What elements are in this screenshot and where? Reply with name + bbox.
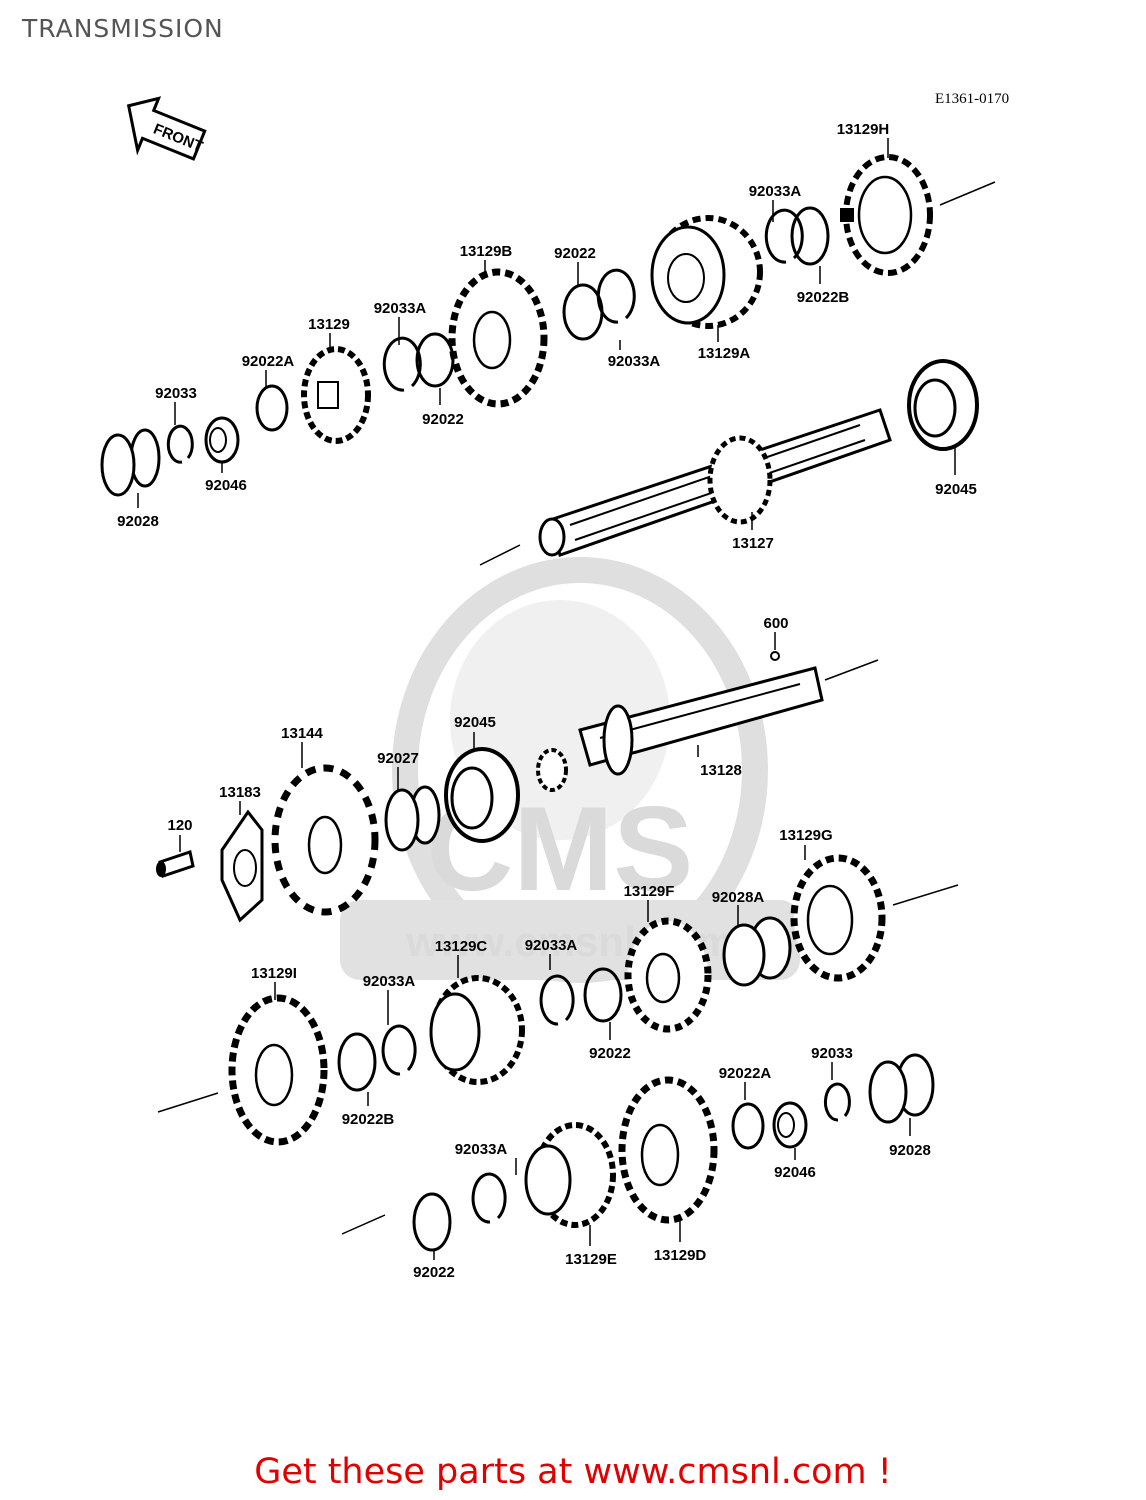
bolt-120[interactable]	[156, 850, 195, 878]
part-label[interactable]: 13129E	[565, 1251, 617, 1268]
sprocket-13144[interactable]	[271, 764, 379, 916]
part-label[interactable]: 92022A	[719, 1065, 772, 1082]
part-label[interactable]: 92028	[889, 1142, 931, 1159]
collar-92028-b[interactable]	[868, 1053, 935, 1124]
part-label[interactable]: 13129H	[837, 121, 890, 138]
retainer-plate-13183[interactable]	[220, 809, 264, 923]
leader-lines	[137, 138, 956, 1260]
gear-13129D[interactable]	[618, 1076, 718, 1224]
needle-bearing-92046-b[interactable]	[772, 1101, 808, 1149]
part-label[interactable]: 92028	[117, 513, 159, 530]
circlip-92033A-b[interactable]	[596, 268, 636, 324]
circlip-92033A-d[interactable]	[539, 974, 575, 1026]
gear-13129F[interactable]	[624, 917, 712, 1033]
page-title: TRANSMISSION	[22, 14, 224, 43]
bush-92028A[interactable]	[722, 916, 792, 987]
part-label[interactable]: 600	[763, 615, 788, 632]
part-label[interactable]: 92022A	[242, 353, 295, 370]
washer-92022A-b[interactable]	[731, 1102, 765, 1150]
part-label[interactable]: 13129D	[654, 1247, 707, 1264]
gear-13129G[interactable]	[790, 854, 886, 982]
input-shaft-13127[interactable]	[538, 408, 892, 557]
part-label[interactable]: 92045	[935, 481, 977, 498]
footer-promo-link[interactable]: Get these parts at www.cmsnl.com !	[254, 1452, 892, 1492]
part-label[interactable]: 13128	[700, 762, 742, 779]
gear-13129I[interactable]	[228, 994, 328, 1146]
transmission-diagram: CMS www.cmsnl.com E1361-0170 FRONT	[100, 91, 1009, 1281]
washer-92022-b[interactable]	[415, 332, 455, 388]
part-label[interactable]: 13129A	[698, 345, 751, 362]
part-label[interactable]: 92027	[377, 750, 419, 767]
washer-92022B-b[interactable]	[337, 1032, 377, 1092]
reference-code: E1361-0170	[935, 91, 1009, 107]
part-label[interactable]: 92022	[422, 411, 464, 428]
part-label[interactable]: 92045	[454, 714, 496, 731]
gear-13129E[interactable]	[524, 1122, 616, 1228]
gear-13129A[interactable]	[650, 215, 763, 329]
ball-bearing-92045[interactable]	[907, 359, 979, 451]
part-label[interactable]: 92046	[774, 1164, 816, 1181]
part-label[interactable]: 92046	[205, 477, 247, 494]
part-label[interactable]: 92033A	[525, 937, 578, 954]
part-label[interactable]: 92033A	[374, 300, 427, 317]
part-label[interactable]: 92033A	[749, 183, 802, 200]
part-label[interactable]: 92022	[554, 245, 596, 262]
part-label[interactable]: 120	[167, 817, 192, 834]
part-label[interactable]: 92022B	[797, 289, 850, 306]
part-label[interactable]: 92022	[413, 1264, 455, 1281]
part-label[interactable]: 13129F	[624, 883, 675, 900]
circlip-92033A-c[interactable]	[382, 336, 422, 392]
collar-92028[interactable]	[100, 428, 161, 497]
part-label[interactable]: 13129C	[435, 938, 488, 955]
gear-13129C[interactable]	[429, 975, 525, 1085]
circlip-92033A-f[interactable]	[471, 1172, 507, 1224]
part-label[interactable]: 13129I	[251, 965, 297, 982]
steel-ball-600[interactable]	[770, 651, 780, 661]
part-label[interactable]: 13144	[281, 725, 323, 742]
part-label[interactable]: 92022	[589, 1045, 631, 1062]
part-label[interactable]: 92033A	[608, 353, 661, 370]
collar-92027[interactable]	[384, 785, 441, 852]
part-label[interactable]: 13127	[732, 535, 774, 552]
front-arrow-icon: FRONT	[126, 96, 207, 161]
gear-13129B[interactable]	[448, 268, 548, 408]
washer-92022B[interactable]	[790, 206, 830, 266]
washer-92022A[interactable]	[255, 384, 289, 432]
circlip-92033A-e[interactable]	[381, 1024, 417, 1076]
part-labels: 13129H 92033A 92022B 92022 92033A 13129A…	[117, 121, 977, 1281]
part-label[interactable]: 13129B	[460, 243, 513, 260]
part-label[interactable]: 13129	[308, 316, 350, 333]
washer-92022-c[interactable]	[583, 967, 623, 1023]
ball-bearing-92045-b[interactable]	[444, 747, 520, 843]
upper-axis-lines	[157, 181, 996, 1235]
part-label[interactable]: 92022B	[342, 1111, 395, 1128]
part-label[interactable]: 13183	[219, 784, 261, 801]
output-shaft-13128[interactable]	[536, 666, 824, 792]
gear-13129[interactable]	[301, 346, 371, 444]
circlip-92033-b[interactable]	[823, 1082, 851, 1122]
part-label[interactable]: 92033	[811, 1045, 853, 1062]
part-label[interactable]: 92033A	[363, 973, 416, 990]
part-label[interactable]: 13129G	[779, 827, 832, 844]
gear-13129H[interactable]	[840, 154, 933, 276]
washer-92022-d[interactable]	[412, 1192, 452, 1252]
circlip-92033A[interactable]	[764, 208, 804, 264]
washer-92022[interactable]	[562, 283, 604, 341]
part-label[interactable]: 92028A	[712, 889, 765, 906]
circlip-92033[interactable]	[166, 424, 194, 464]
needle-bearing-92046[interactable]	[204, 416, 240, 464]
part-label[interactable]: 92033A	[455, 1141, 508, 1158]
part-label[interactable]: 92033	[155, 385, 197, 402]
